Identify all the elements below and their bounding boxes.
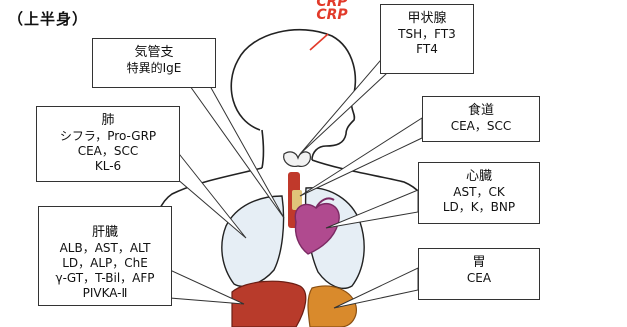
- esophagus-box: 食道 CEA，SCC: [422, 96, 540, 142]
- liver-line: ALB，AST，ALT: [39, 241, 171, 256]
- heart-line: LD，K，BNP: [419, 200, 539, 215]
- right-lung: [222, 196, 284, 286]
- stomach-box: 胃 CEA: [418, 248, 540, 300]
- lung-line: KL-6: [37, 159, 179, 174]
- liver-title: 肝臓: [39, 225, 171, 241]
- liver-box: 肝臓 ALB，AST，ALT LD，ALP，ChE γ-GT，T-Bil，AFP…: [38, 206, 172, 306]
- esophagus-callout: [300, 118, 422, 196]
- thyroid-box: 甲状腺 TSH，FT3 FT4: [380, 4, 474, 74]
- thyroid-callout: [300, 54, 386, 154]
- head-outline: [231, 30, 355, 160]
- thyroid-line: TSH，FT3: [381, 27, 473, 42]
- bronchus-title: 気管支: [93, 45, 215, 61]
- lung-line: シフラ，Pro-GRP: [37, 129, 179, 144]
- heart-title: 心臓: [419, 169, 539, 185]
- heart-box: 心臓 AST，CK LD，K，BNP: [418, 162, 540, 224]
- lung-line: CEA，SCC: [37, 144, 179, 159]
- crp-label-line: CRP: [312, 9, 352, 22]
- stomach-line: CEA: [419, 271, 539, 286]
- neck-outline: [262, 130, 264, 168]
- liver-line: γ-GT，T-Bil，AFP: [39, 271, 171, 286]
- thyroid-title: 甲状腺: [381, 11, 473, 27]
- stomach-organ: [308, 286, 356, 327]
- bronchus-line: 特異的IgE: [93, 61, 215, 76]
- esophagus-line: CEA，SCC: [423, 119, 539, 134]
- stomach-title: 胃: [419, 255, 539, 271]
- bronchus-box: 気管支 特異的IgE: [92, 38, 216, 88]
- liver-line: LD，ALP，ChE: [39, 256, 171, 271]
- esophagus-title: 食道: [423, 103, 539, 119]
- lung-title: 肺: [37, 113, 179, 129]
- crp-pointer-line: [310, 34, 328, 50]
- lung-callout: [176, 150, 246, 238]
- liver-line: PIVKA-Ⅱ: [39, 286, 171, 301]
- crp-label: CRP CRP: [312, 0, 352, 22]
- thyroid-line: FT4: [381, 42, 473, 57]
- thyroid-gland: [284, 152, 311, 166]
- section-heading: （上半身）: [8, 8, 88, 29]
- heart-line: AST，CK: [419, 185, 539, 200]
- lung-box: 肺 シフラ，Pro-GRP CEA，SCC KL-6: [36, 106, 180, 182]
